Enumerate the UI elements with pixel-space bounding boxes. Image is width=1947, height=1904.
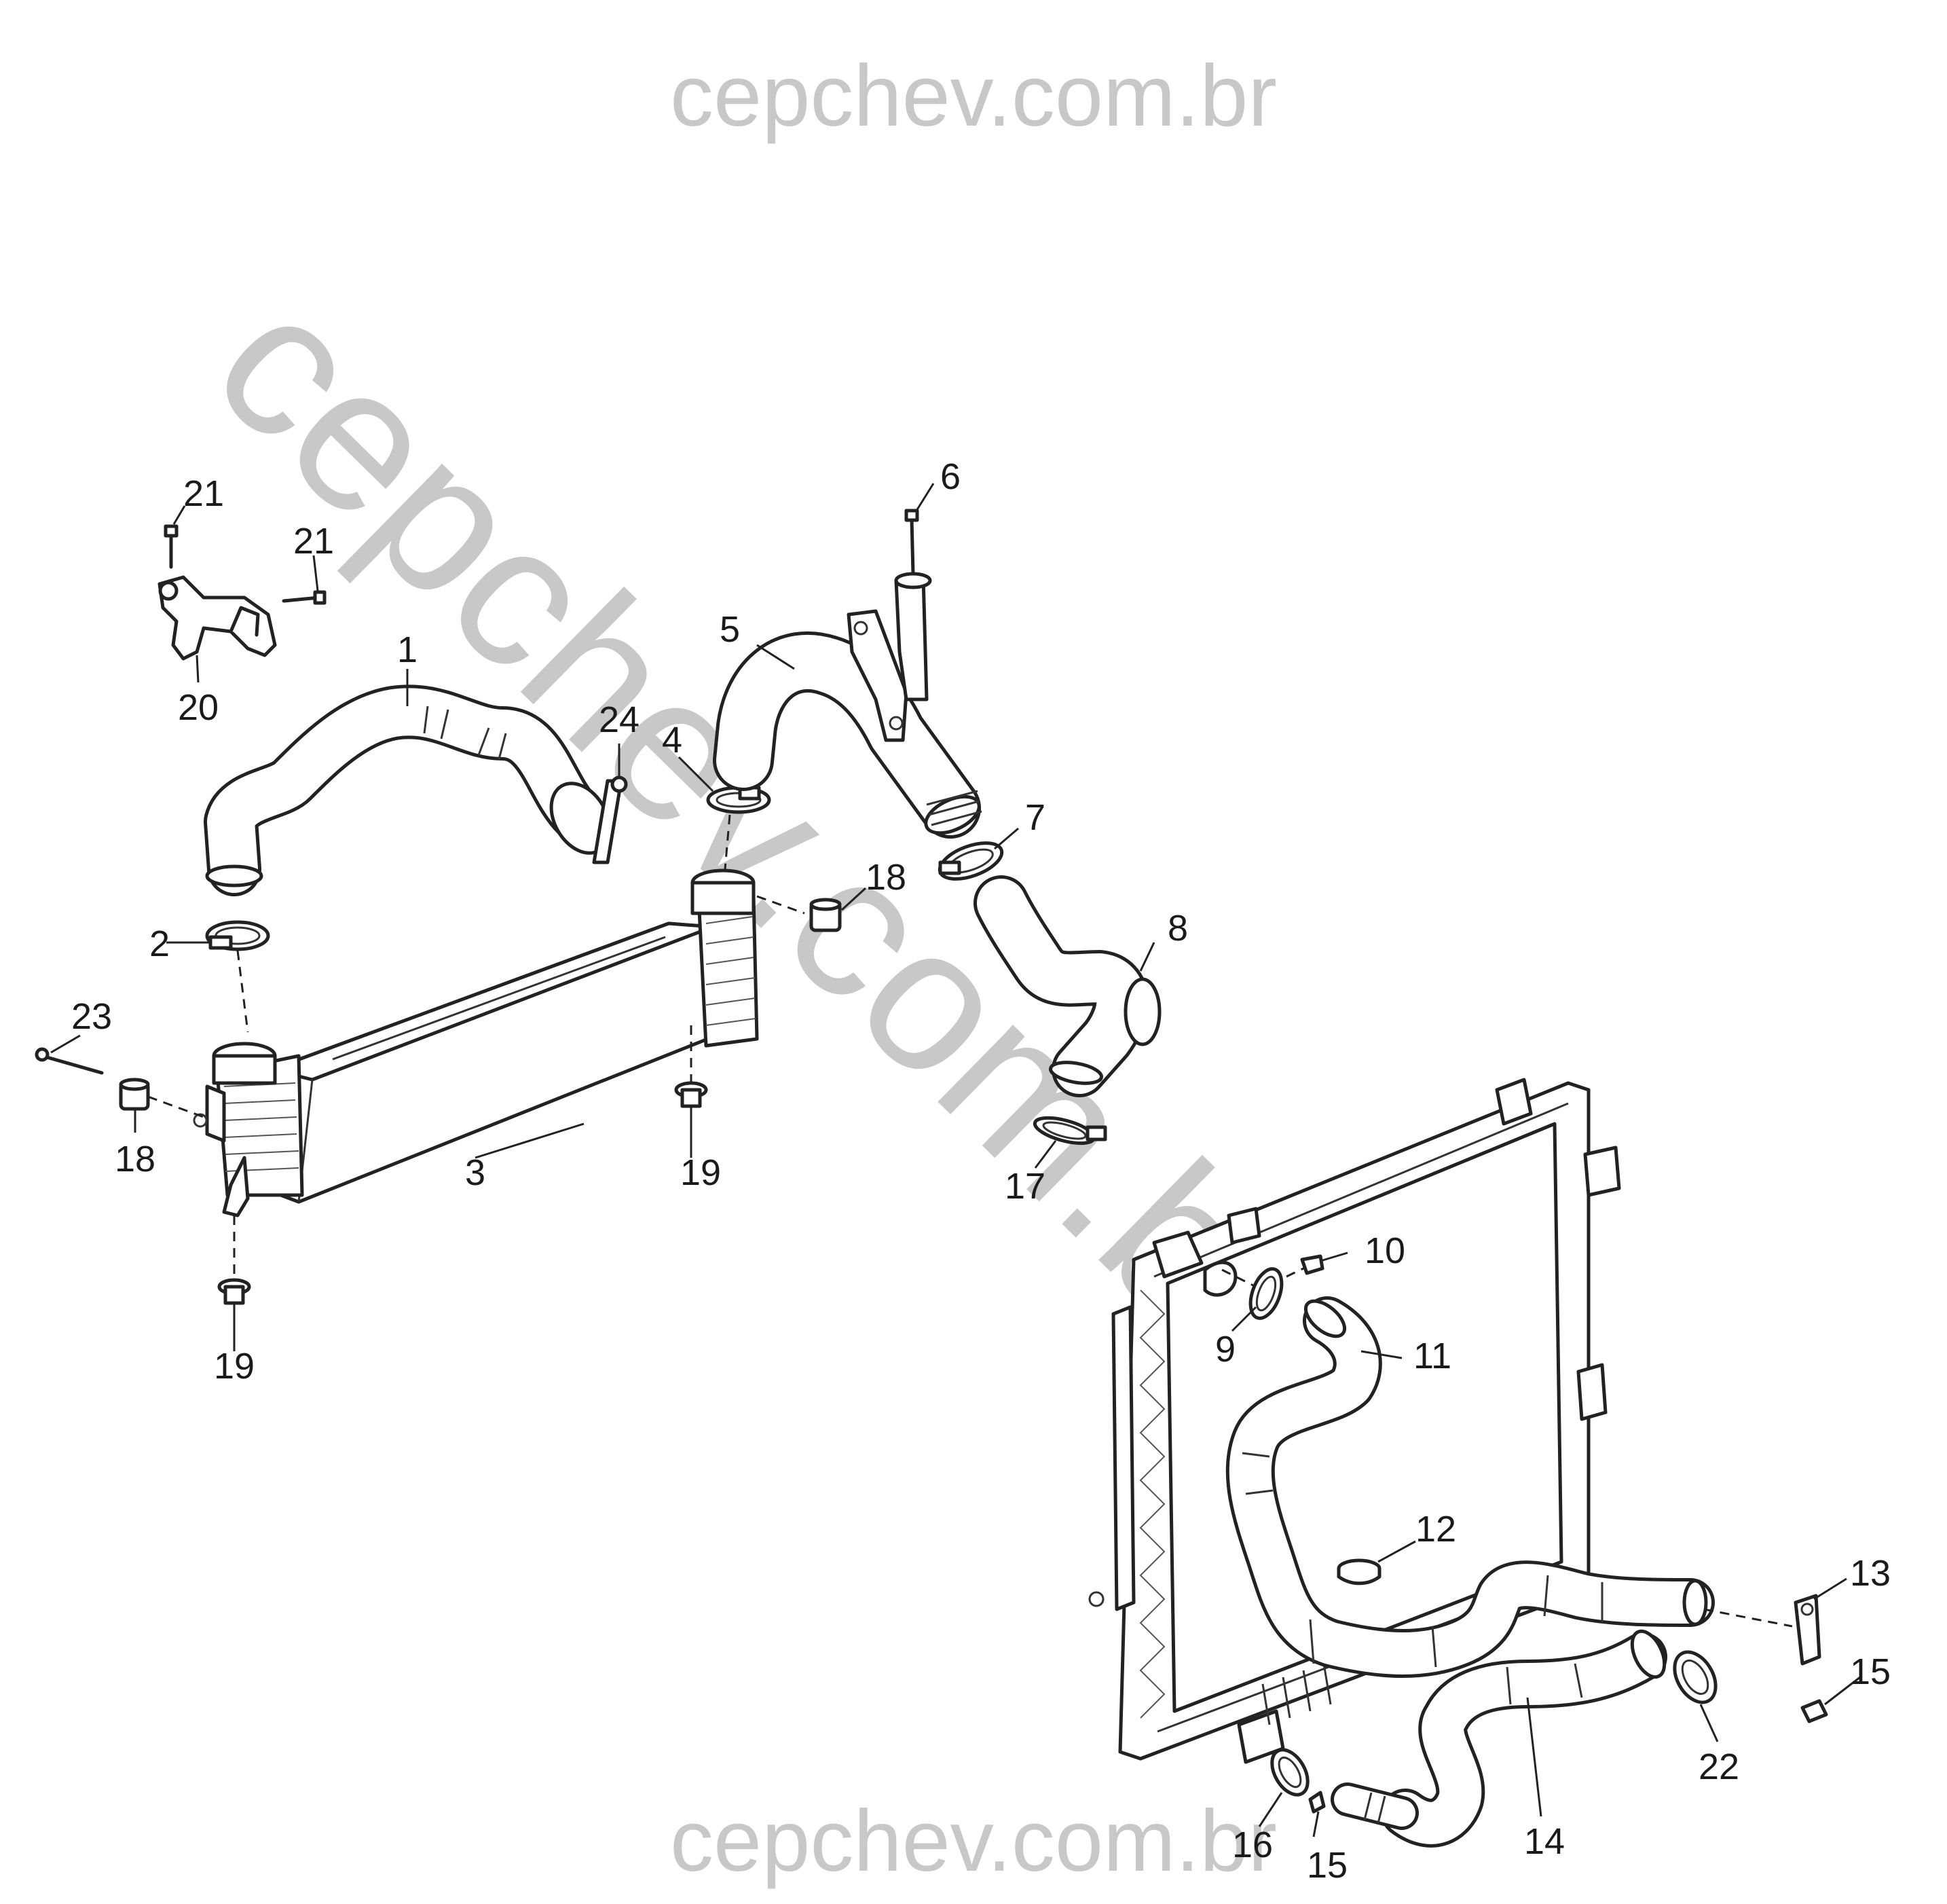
watermark-diagonal: cepchev.com.br	[172, 249, 1348, 1409]
callout-11: 11	[1413, 1336, 1451, 1376]
clamp-16	[1270, 1748, 1310, 1797]
callout-16: 16	[1232, 1825, 1273, 1865]
callout-24: 24	[599, 699, 639, 740]
hose-5	[713, 572, 982, 839]
callout-8: 8	[1168, 908, 1188, 949]
hose-8	[974, 875, 1162, 1097]
callout-19-right: 19	[680, 1152, 721, 1193]
callouts: 1 2 3 4 5 6 7 8 9 10 11 12 13 14 15 15 1…	[71, 456, 1891, 1886]
grommet-19-left	[217, 1215, 251, 1305]
clamp-17	[1033, 1116, 1107, 1146]
callout-7: 7	[1025, 797, 1045, 838]
callout-9: 9	[1215, 1329, 1236, 1370]
callout-21-mid: 21	[293, 521, 334, 562]
callout-10: 10	[1365, 1230, 1405, 1271]
clamp-9	[1221, 1267, 1284, 1320]
grommet-19-right	[674, 1025, 708, 1108]
grommet-18-right	[756, 895, 842, 932]
watermark-bottom: cepchev.com.br	[670, 1793, 1277, 1890]
callout-19-left: 19	[214, 1346, 255, 1387]
clamp-7	[938, 841, 1004, 881]
intercooler-3	[193, 868, 759, 1218]
clip-15-right	[1800, 1699, 1828, 1723]
callout-23: 23	[71, 996, 112, 1037]
hose-14	[1331, 1629, 1667, 1848]
bolt-23	[35, 1047, 104, 1075]
hose-11	[1225, 1296, 1715, 1678]
hose-1	[204, 684, 612, 896]
callout-12: 12	[1415, 1509, 1456, 1550]
leader-lines	[50, 483, 1861, 1837]
grommet-18-left	[119, 1078, 204, 1118]
clip-12	[1337, 1558, 1382, 1586]
callout-6: 6	[940, 456, 961, 497]
watermark-top: cepchev.com.br	[670, 48, 1277, 145]
callout-2: 2	[149, 923, 170, 964]
clamp-2	[205, 920, 270, 1033]
callout-13: 13	[1850, 1553, 1891, 1594]
callout-15-bottom: 15	[1307, 1845, 1348, 1886]
callout-18-right: 18	[866, 857, 906, 898]
callout-17: 17	[1005, 1166, 1045, 1207]
callout-3: 3	[465, 1152, 485, 1193]
clip-10	[1286, 1254, 1324, 1278]
callout-20: 20	[178, 687, 219, 728]
bracket-13	[1703, 1594, 1821, 1666]
clamp-22	[1673, 1650, 1718, 1704]
callout-1: 1	[397, 629, 418, 670]
bracket-20	[157, 524, 327, 661]
bolt-6	[904, 509, 919, 576]
callout-14: 14	[1524, 1821, 1565, 1862]
callout-4: 4	[662, 720, 682, 761]
callout-21-top: 21	[183, 473, 224, 514]
callout-5: 5	[720, 609, 740, 650]
callout-22: 22	[1699, 1746, 1739, 1787]
clip-15-bottom	[1308, 1791, 1326, 1814]
callout-18-left: 18	[115, 1139, 155, 1179]
callout-15-right: 15	[1850, 1651, 1891, 1692]
